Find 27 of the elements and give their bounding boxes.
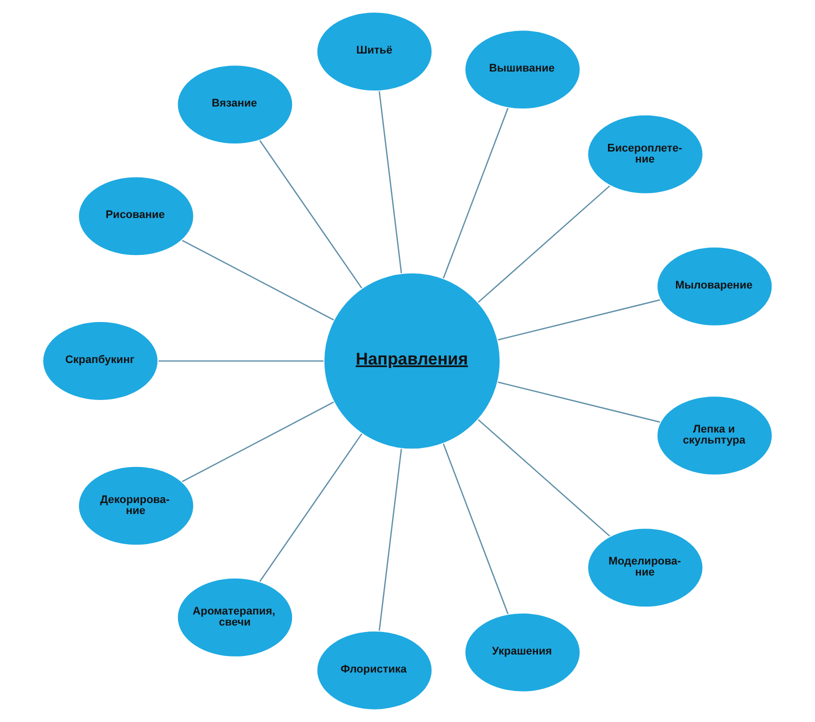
connector (442, 108, 509, 278)
node-ellipse: Вязание (176, 64, 294, 146)
connector (182, 402, 334, 482)
connector (378, 448, 402, 631)
node-circle: Направления (322, 272, 502, 450)
node-ellipse: Флористика (316, 630, 434, 712)
node-ellipse: Мыловарение (656, 246, 774, 328)
node-ellipse: Рисование (77, 176, 195, 257)
connector (498, 299, 660, 340)
connector (259, 140, 362, 289)
node-ellipse: Ароматерапия, свечи (176, 576, 294, 658)
connector (259, 433, 362, 582)
node-ellipse: Декорирова- ние (77, 465, 195, 546)
connector (442, 444, 509, 614)
node-ellipse: Бисероплете- ние (586, 114, 704, 195)
node-ellipse: Вышивание (464, 28, 582, 110)
connector (478, 419, 610, 537)
connector (498, 382, 660, 423)
node-ellipse: Украшения (464, 612, 582, 694)
connector (182, 240, 334, 320)
connector (378, 91, 402, 274)
node-ellipse: Лепка и скульптура (656, 394, 774, 476)
node-ellipse: Шитьё (316, 10, 434, 92)
connector (478, 185, 610, 303)
node-ellipse: Моделирова- ние (586, 527, 704, 608)
connector (158, 360, 324, 362)
node-ellipse: Скрапбукинг (42, 320, 160, 402)
